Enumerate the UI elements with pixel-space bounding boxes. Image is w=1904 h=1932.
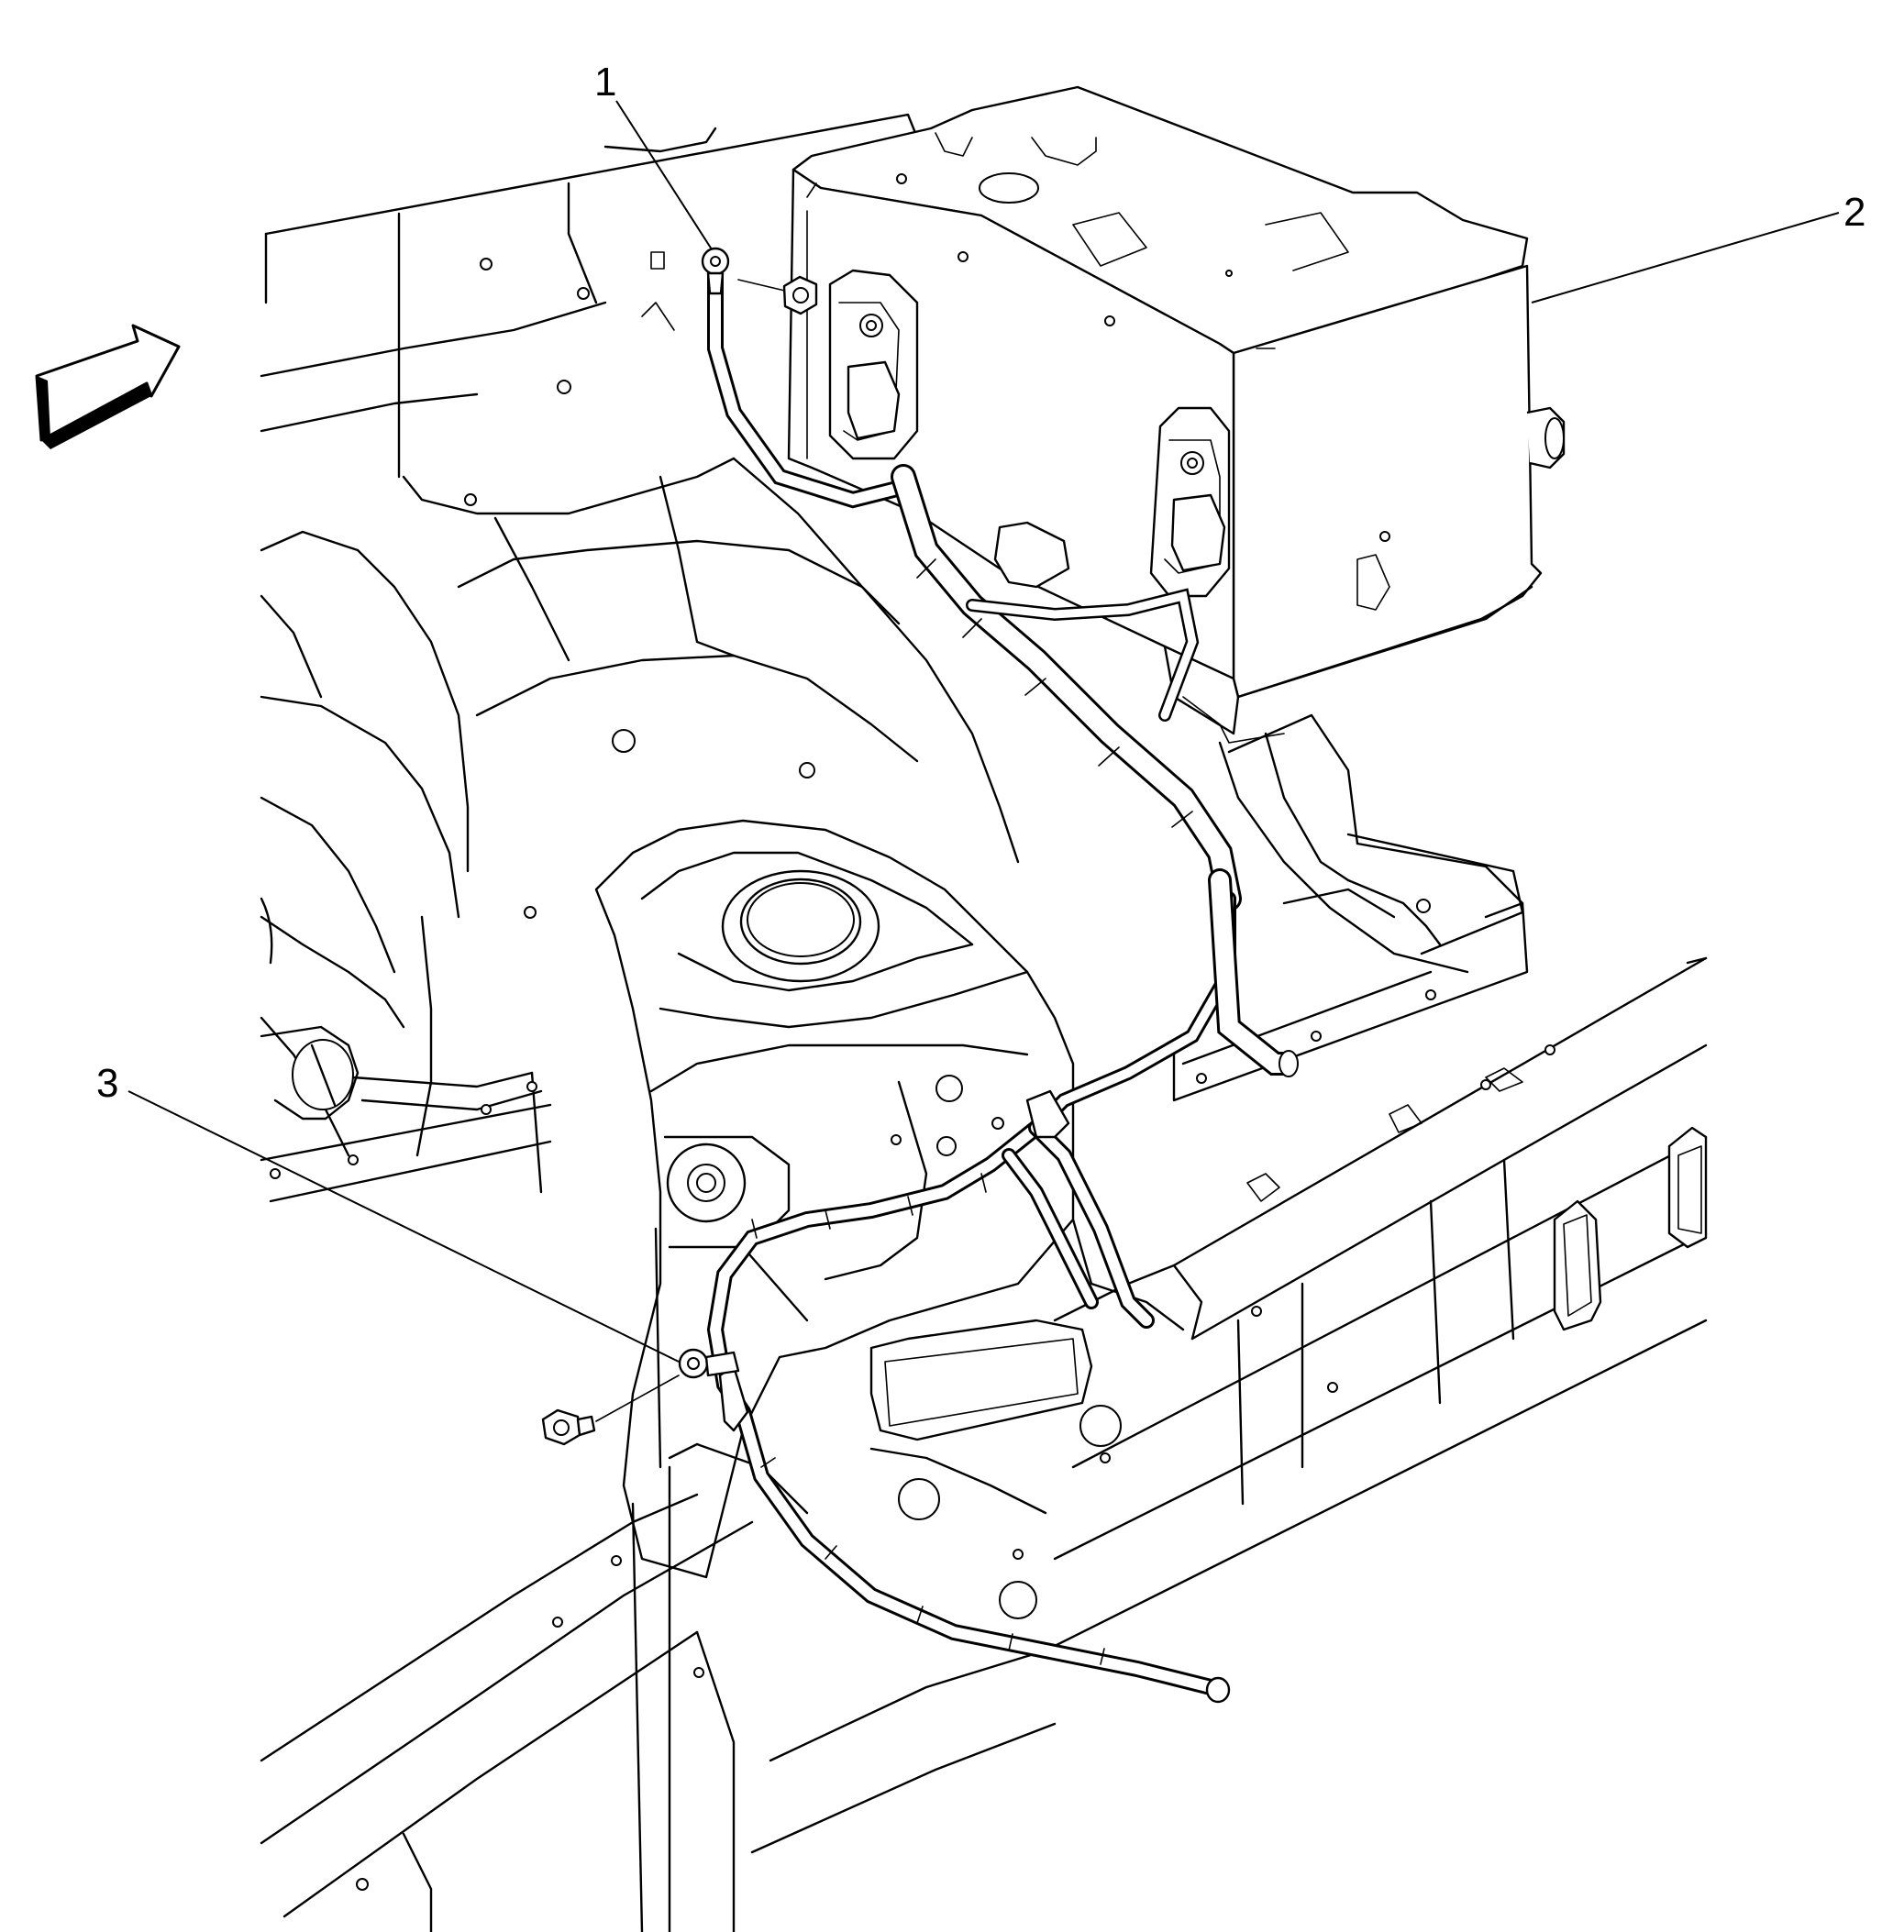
battery-tray-support (1172, 713, 1529, 1102)
callout-2-label: 2 (1843, 190, 1865, 235)
callout-3-label: 3 (96, 1061, 118, 1106)
upper-ground-terminal[interactable] (701, 247, 730, 295)
frame-rail (1044, 956, 1708, 1652)
lower-ground-terminal[interactable] (678, 1348, 740, 1379)
callout-3-leader (127, 1090, 680, 1363)
lower-frame-rail (260, 1227, 1057, 1932)
body-tower (594, 819, 1203, 1619)
left-sill-panel (260, 1025, 552, 1203)
lower-ground-bolt[interactable] (541, 1374, 680, 1446)
callout-1-label: 1 (594, 60, 616, 105)
battery[interactable] (787, 85, 1566, 744)
callout-2-leader (1531, 212, 1840, 304)
forward-direction-arrow-icon (35, 324, 181, 449)
floor-pan-wheelhouse (260, 301, 1020, 1157)
upper-ground-bolt[interactable] (737, 275, 818, 315)
callout-1-leader (615, 100, 713, 250)
